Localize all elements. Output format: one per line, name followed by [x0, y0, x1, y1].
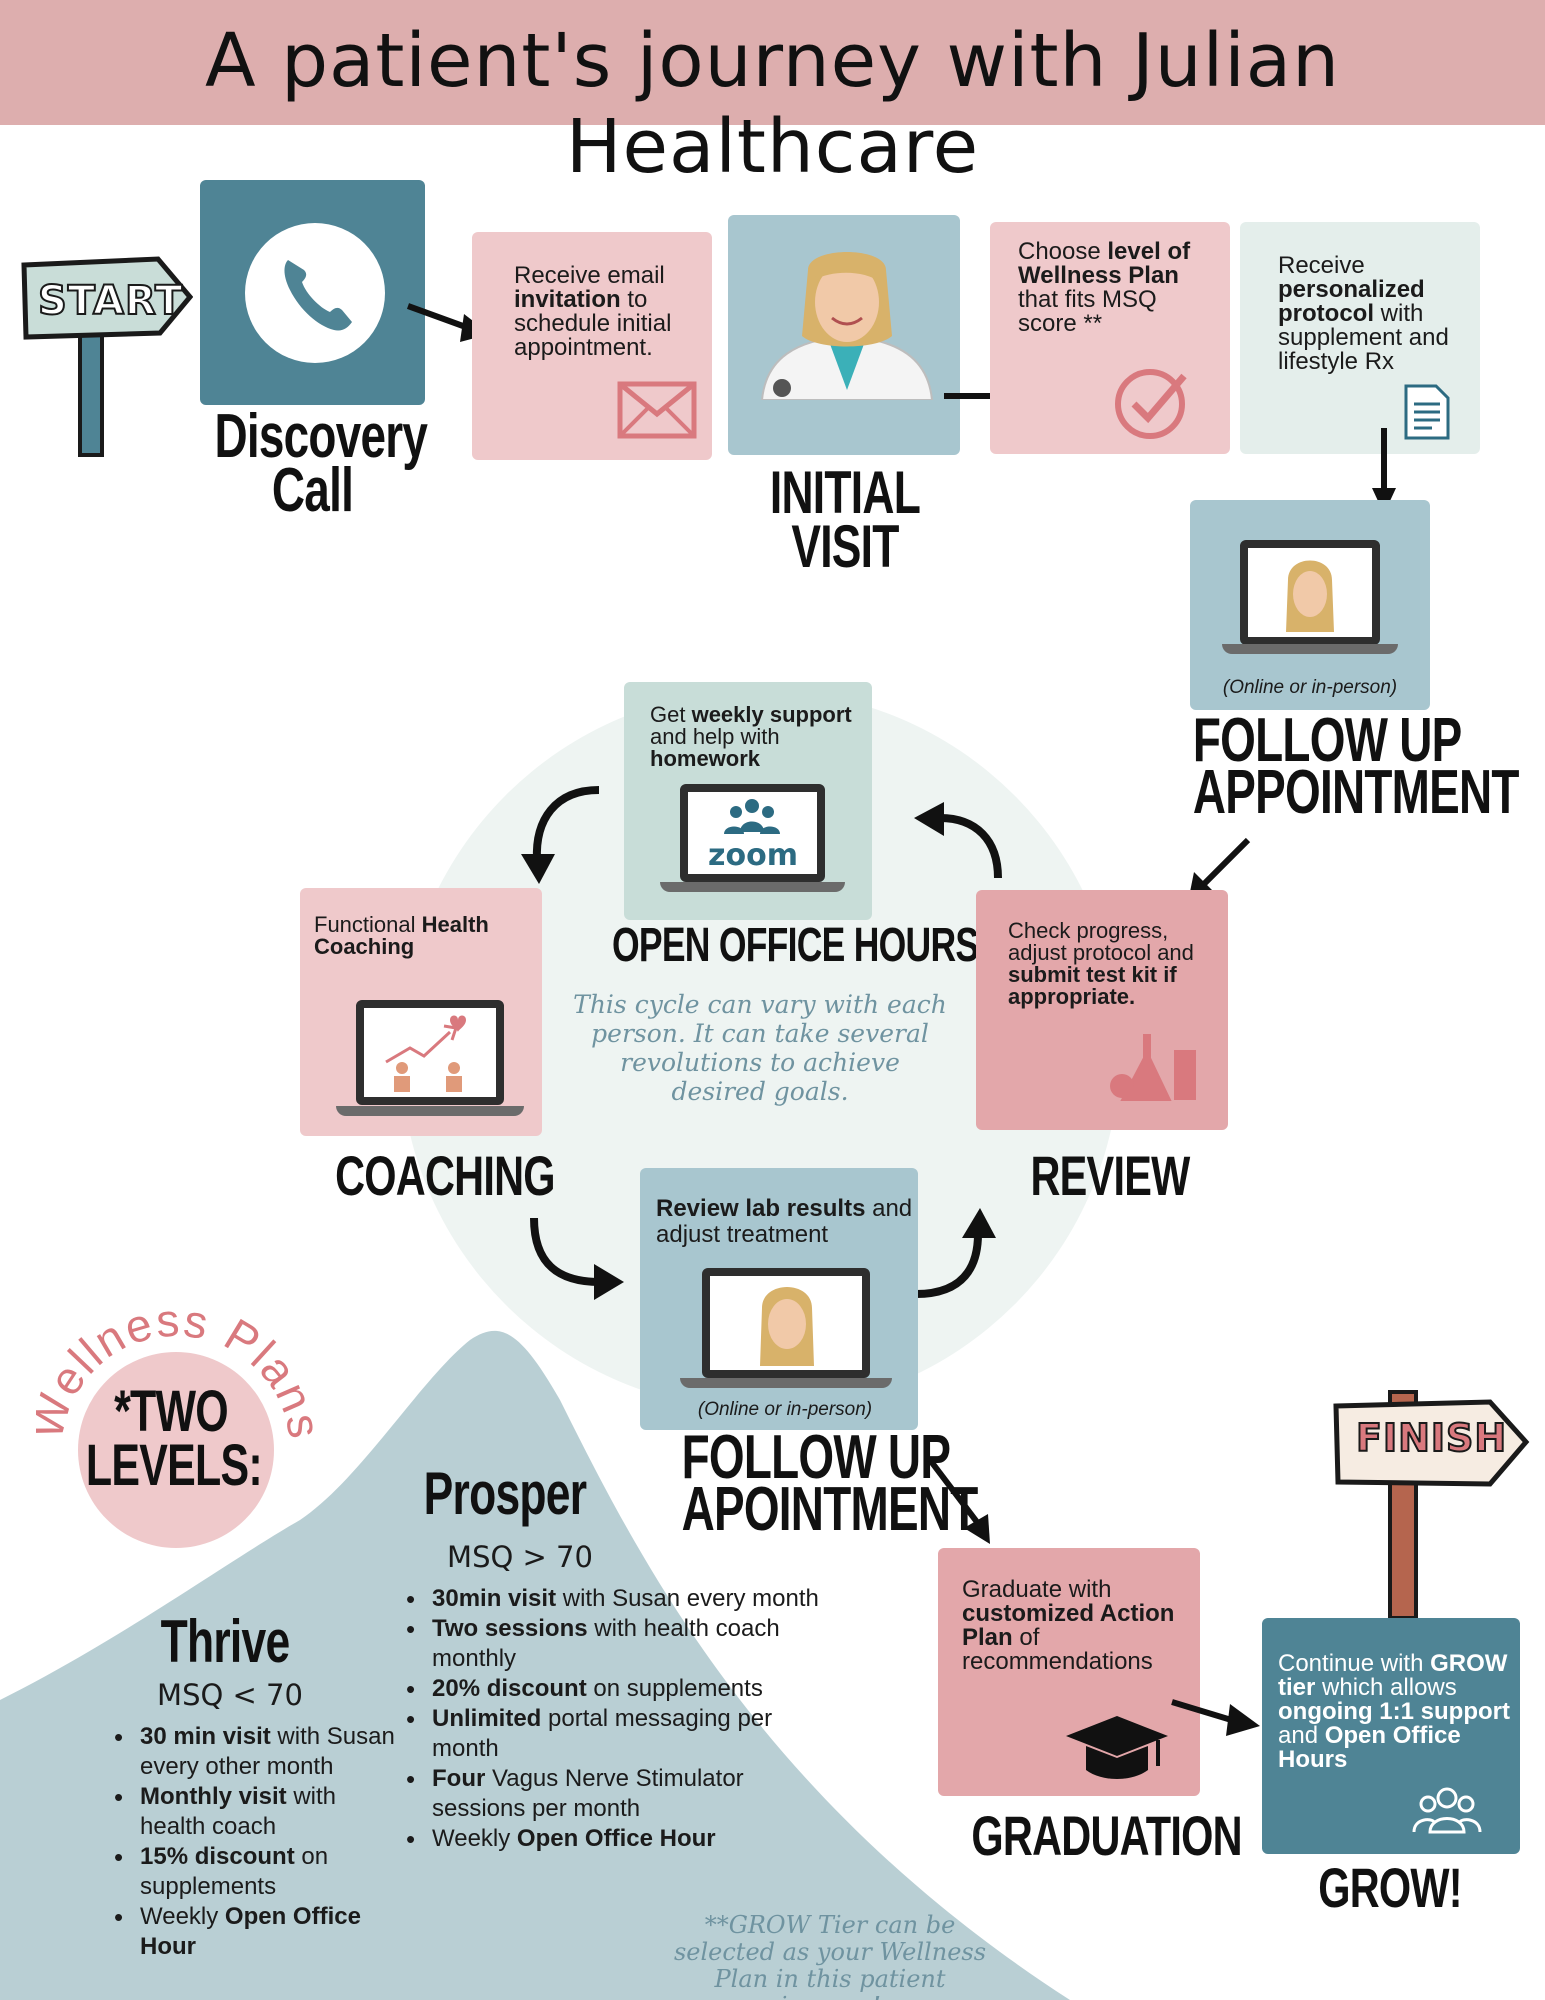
doctor-avatar	[760, 252, 934, 400]
graduation-label: GRADUATION	[971, 1804, 1242, 1867]
doctor-avatar	[760, 1287, 814, 1366]
people-group-icon	[724, 799, 780, 834]
cycle-arrow-icon	[915, 1208, 996, 1298]
list-item: Weekly Open Office Hour	[108, 1902, 398, 1962]
finish-sign-label: FINISH	[1355, 1415, 1508, 1461]
choose-level-card	[990, 222, 1230, 454]
laptop-base	[660, 882, 845, 892]
coaching-label: COACHING	[335, 1144, 555, 1207]
thrive-msq: MSQ < 70	[157, 1678, 303, 1712]
prosper-benefits-list: 30min visit with Susan every month Two s…	[400, 1584, 820, 1854]
choose-level-text: Choose level of Wellness Plan that fits …	[1018, 238, 1191, 337]
cycle-circle	[400, 690, 1120, 1410]
envelope-icon	[617, 381, 697, 439]
laptop-base	[1222, 644, 1398, 654]
lab-review-label-line2: APOINTMENT	[681, 1475, 979, 1544]
review-label: REVIEW	[1030, 1144, 1190, 1207]
phone-icon	[245, 223, 385, 363]
protocol-text: Receive personalized protocol with suppl…	[1278, 252, 1449, 375]
checkmark-icon	[1115, 369, 1187, 439]
cycle-arrow-icon	[521, 786, 600, 884]
doctor-avatar	[1286, 560, 1334, 632]
follow-up-label-line2: APPOINTMENT	[1192, 758, 1520, 827]
list-item: Two sessions with health coach monthly	[400, 1614, 820, 1674]
office-hours-text: Get weekly support and help with homewor…	[650, 702, 852, 771]
grow-card	[1262, 1618, 1520, 1854]
cycle-note: This cycle can vary with each person. It…	[573, 990, 947, 1106]
office-hours-label: OPEN OFFICE HOURS	[612, 919, 979, 972]
thrive-benefits-list: 30 min visit with Susan every other mont…	[108, 1722, 398, 1962]
list-item: Four Vagus Nerve Stimulator sessions per…	[400, 1764, 820, 1824]
prosper-msq: MSQ > 70	[447, 1540, 593, 1574]
start-signpost-icon	[21, 256, 193, 457]
finish-signpost-icon	[1333, 1390, 1530, 1620]
badge-line1: *TWO	[114, 1379, 229, 1444]
discovery-call-label: Discovery Call	[214, 402, 428, 525]
title-banner	[0, 0, 1545, 125]
grow-text: Continue with GROW tier which allows ong…	[1278, 1650, 1510, 1773]
lab-review-text: Review lab results and adjust treatment	[656, 1195, 913, 1248]
people-group-icon	[1412, 1787, 1482, 1834]
coaching-icon	[385, 1015, 466, 1092]
graduation-cap-icon	[1066, 1716, 1168, 1779]
cycle-arrow-icon	[914, 802, 1002, 879]
thrive-title: Thrive	[160, 1608, 291, 1675]
coaching-text: Functional Health Coaching	[314, 912, 489, 959]
follow-up-label: FOLLOW UP	[1192, 706, 1462, 775]
zoom-logo: zoom	[708, 838, 798, 873]
arrow-icon	[927, 1458, 990, 1544]
list-item: Weekly Open Office Hour	[400, 1824, 820, 1854]
badge-line2: LEVELS:	[85, 1433, 263, 1498]
laptop-base	[336, 1106, 524, 1116]
lab-review-caption: (Online or in-person)	[697, 1399, 873, 1420]
list-item: 20% discount on supplements	[400, 1674, 820, 1704]
grow-label: GROW!	[1318, 1856, 1462, 1919]
wellness-plans-badge: Wellness Plans	[36, 1300, 316, 1548]
page-title: A patient's journey with Julian Healthca…	[204, 18, 1341, 190]
list-item: Unlimited portal messaging per month	[400, 1704, 820, 1764]
initial-visit-label: INITIAL VISIT	[769, 459, 921, 580]
laptop-base	[680, 1378, 892, 1388]
invitation-card	[472, 232, 712, 460]
review-text: Check progress, adjust protocol and subm…	[1008, 918, 1194, 1009]
grow-tier-note: **GROW Tier can be selected as your Well…	[673, 1911, 987, 2000]
lab-flask-icon	[1110, 1034, 1196, 1101]
cycle-arrow-icon	[530, 1217, 624, 1300]
invitation-text: Receive email invitation to schedule ini…	[514, 262, 672, 361]
list-item: 30 min visit with Susan every other mont…	[108, 1722, 398, 1782]
prosper-title: Prosper	[423, 1460, 587, 1527]
document-icon	[1404, 384, 1450, 440]
list-item: 15% discount on supplements	[108, 1842, 398, 1902]
start-sign-label: START	[37, 277, 184, 325]
follow-up-caption: (Online or in-person)	[1222, 677, 1398, 698]
graduation-text: Graduate with customized Action Plan of …	[962, 1576, 1175, 1675]
list-item: 30min visit with Susan every month	[400, 1584, 820, 1614]
list-item: Monthly visit with health coach	[108, 1782, 398, 1842]
arrow-icon	[1171, 1699, 1260, 1736]
lab-review-label: FOLLOW UP	[681, 1423, 951, 1492]
